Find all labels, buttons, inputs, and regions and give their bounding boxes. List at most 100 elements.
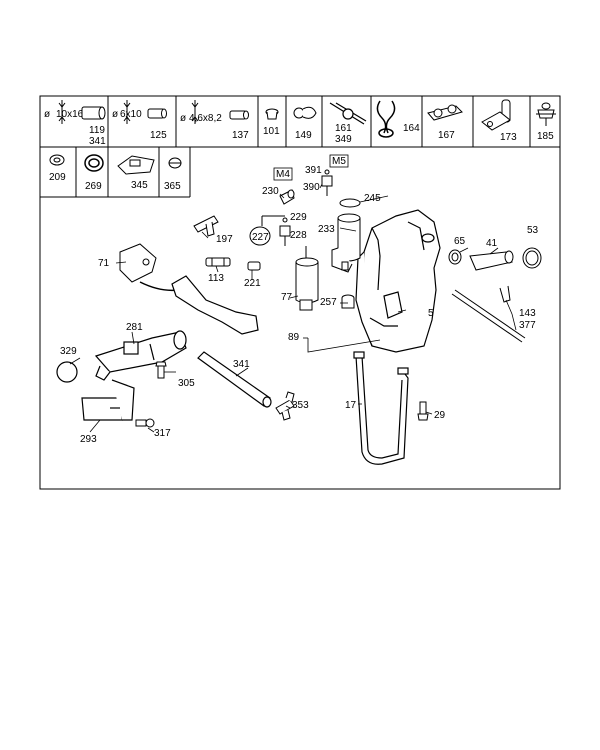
reservoir-strap (353, 351, 409, 465)
callout-227: 227 (252, 232, 269, 243)
part-number-209: 209 (49, 172, 66, 183)
dimension-arrow-icon (58, 100, 66, 124)
callout-71: 71 (98, 258, 110, 269)
mounting-bracket-293 (81, 379, 135, 421)
callout-89: 89 (288, 332, 300, 343)
legend-cell-check-valve: 185 (536, 102, 556, 142)
callout-41: 41 (486, 238, 498, 249)
washer-pump-233 (331, 198, 361, 273)
diagram-frame (39, 95, 561, 490)
filler-pipe (469, 251, 513, 271)
legend-cell-hose-4-6x8-2: ø 4,6x8,2 137 (180, 100, 249, 141)
callout-197: 197 (216, 234, 233, 245)
part-number-349: 349 (335, 134, 352, 145)
hose-bracket-71 (119, 243, 179, 292)
part-number-365: 365 (164, 181, 181, 192)
callout-317: 317 (154, 428, 171, 439)
hose-dimension-label: 6x10 (120, 109, 142, 120)
legend-cell-plug: 101 (263, 108, 280, 137)
pipe-holder-icon (481, 99, 511, 131)
legend-cell-double-holder: 167 (427, 104, 463, 141)
plug-icon (265, 108, 279, 120)
nozzle-valve-281 (94, 330, 187, 381)
callout-29: 29 (434, 410, 446, 421)
legend-cell-hose-clip: 365 (164, 157, 182, 192)
t-connector-353 (275, 391, 295, 421)
filler-neck-assembly (448, 247, 542, 271)
part-number-341-legend: 341 (89, 136, 106, 147)
dipstick-rod (451, 285, 526, 343)
cap-329 (56, 361, 78, 383)
spring-clamp-icon (376, 100, 396, 138)
part-number-137: 137 (232, 130, 249, 141)
legend-cell-bracket: 345 (117, 155, 155, 191)
diameter-symbol: ø (180, 113, 186, 124)
part-number-269: 269 (85, 181, 102, 192)
connector-227 (261, 215, 291, 246)
diameter-symbol: ø (44, 109, 50, 120)
legend-cell-clip: 149 (293, 106, 317, 141)
callout-65: 65 (454, 236, 466, 247)
callout-233: 233 (318, 224, 335, 235)
part-number-149: 149 (295, 130, 312, 141)
washer-pipe-341 (197, 351, 272, 408)
callout-17: 17 (345, 400, 357, 411)
legend-cell-grommet: 209 (49, 154, 66, 183)
callout-77: 77 (281, 292, 293, 303)
hose-segment-icon (229, 110, 249, 120)
callout-230: 230 (262, 186, 279, 197)
callout-labels: 71 197 113 221 M4 230 229 227 228 M5 391… (60, 154, 539, 445)
part-number-164: 164 (403, 123, 420, 134)
callout-353: 353 (292, 400, 309, 411)
screw-305 (155, 361, 167, 379)
callout-113: 113 (208, 273, 224, 284)
callout-377: 377 (519, 320, 536, 331)
hose-dimension-label: 10x16 (56, 109, 84, 120)
group-marker-227 (249, 226, 271, 246)
connector-390 (321, 169, 333, 196)
pump-seal (339, 198, 361, 208)
part-number-345: 345 (131, 180, 148, 191)
hose-clip-icon (168, 157, 182, 169)
diameter-symbol: ø (112, 109, 118, 120)
callout-257: 257 (320, 297, 337, 308)
callout-228: 228 (290, 230, 307, 241)
level-sensor (341, 294, 355, 309)
cable-tie-icon (329, 102, 367, 125)
callout-143: 143 (519, 308, 536, 319)
callout-m5: M5 (332, 156, 346, 167)
callout-221: 221 (244, 278, 261, 289)
hose-segment-icon (81, 106, 106, 120)
part-number-185: 185 (537, 131, 554, 142)
seal-ring-icon (84, 154, 104, 172)
washer-hose-curved (171, 275, 259, 335)
legend-cell-seal-ring: 269 (84, 154, 104, 192)
grommet-icon (49, 154, 65, 166)
bolt-icon (417, 401, 429, 421)
marker-box-m4 (273, 167, 293, 181)
callout-53: 53 (527, 225, 539, 236)
callout-329: 329 (60, 346, 77, 357)
leader-lines (69, 183, 517, 433)
bracket-icon (117, 155, 155, 175)
marker-box-m5 (329, 154, 349, 168)
inline-connector-113 (205, 257, 231, 267)
callout-m4: M4 (276, 169, 290, 180)
hose-dimension-label: 4,6x8,2 (189, 113, 222, 124)
dimension-arrow-icon (123, 100, 131, 124)
washer-pump-77 (295, 246, 319, 311)
check-valve-icon (536, 102, 556, 126)
double-holder-icon (427, 104, 463, 121)
callout-391: 391 (305, 165, 322, 176)
clip-icon (293, 106, 317, 119)
part-number-119: 119 (89, 125, 105, 136)
callout-293: 293 (80, 434, 97, 445)
callout-390: 390 (303, 182, 320, 193)
callout-245: 245 (364, 193, 381, 204)
callout-341: 341 (233, 359, 250, 370)
screw-317 (135, 418, 155, 428)
part-number-125: 125 (150, 130, 167, 141)
part-number-161: 161 (335, 123, 352, 134)
inline-connector-221 (247, 261, 261, 271)
